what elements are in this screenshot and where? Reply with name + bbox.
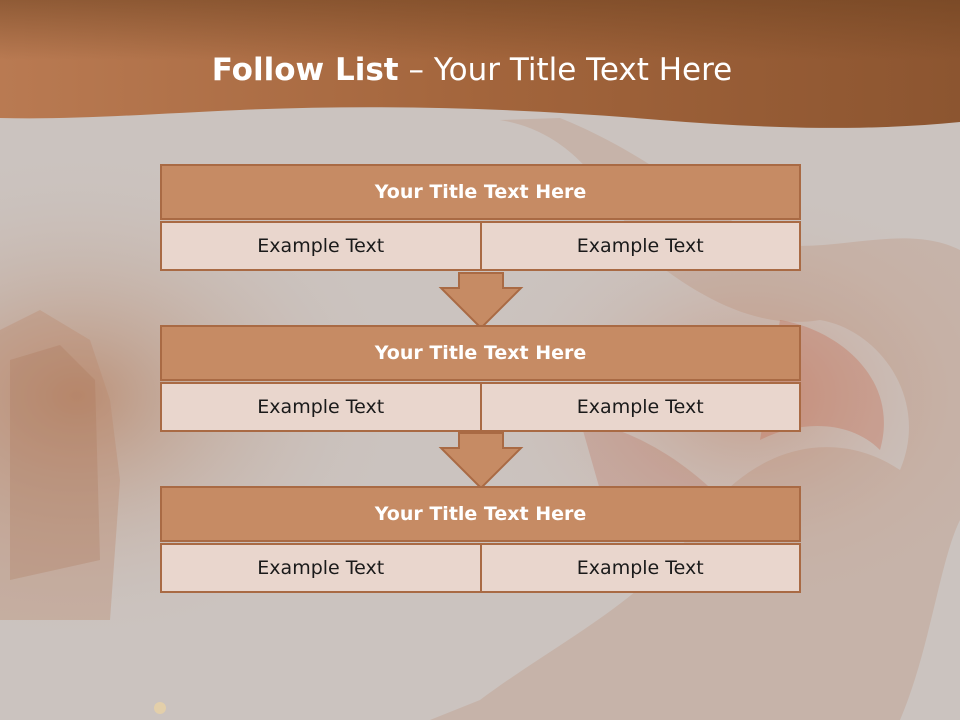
block-cell-left: Example Text <box>160 382 482 432</box>
slide-title-rest: – Your Title Text Here <box>408 52 733 88</box>
block-cell-right: Example Text <box>481 382 801 432</box>
block-title: Your Title Text Here <box>160 325 801 381</box>
block-row: Example Text Example Text <box>160 543 801 593</box>
block-cell-left: Example Text <box>160 543 482 593</box>
block-cell-right: Example Text <box>481 221 801 271</box>
block-title: Your Title Text Here <box>160 486 801 542</box>
block-row: Example Text Example Text <box>160 382 801 432</box>
list-block-1: Your Title Text Here Example Text Exampl… <box>160 164 801 271</box>
slide-title-bold: Follow List <box>211 52 399 88</box>
list-block-3: Your Title Text Here Example Text Exampl… <box>160 486 801 593</box>
slide-title: Follow List – Your Title Text Here <box>0 52 944 88</box>
down-arrow-icon <box>438 432 524 490</box>
block-row: Example Text Example Text <box>160 221 801 271</box>
list-block-2: Your Title Text Here Example Text Exampl… <box>160 325 801 432</box>
block-cell-left: Example Text <box>160 221 482 271</box>
block-title: Your Title Text Here <box>160 164 801 220</box>
block-cell-right: Example Text <box>481 543 801 593</box>
down-arrow-icon <box>438 272 524 330</box>
